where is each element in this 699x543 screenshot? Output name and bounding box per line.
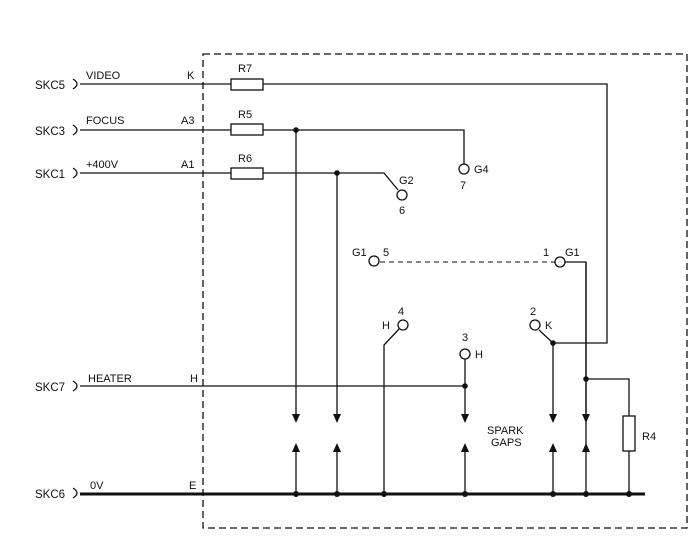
gap-arrow-heater-up bbox=[461, 443, 469, 452]
pin-number-5: 5 bbox=[383, 247, 389, 259]
wire-hv-to-g2 bbox=[263, 172, 399, 191]
socket-symbol-skc6 bbox=[72, 487, 78, 499]
wire-r4-top bbox=[586, 378, 630, 416]
socket-symbol-skc1 bbox=[72, 167, 78, 179]
signal-label-ground: 0V bbox=[90, 480, 104, 492]
socket-symbol-skc3 bbox=[72, 124, 78, 136]
pin-k-2 bbox=[529, 319, 541, 331]
signal-label-video: VIDEO bbox=[86, 70, 121, 82]
wire-video-to-cathode bbox=[263, 83, 608, 344]
pin-number-3: 3 bbox=[462, 332, 468, 344]
terminal-label-e: E bbox=[189, 480, 196, 492]
gap-arrow-heater-down bbox=[461, 414, 469, 423]
pin-number-1: 1 bbox=[543, 247, 549, 259]
resistor-label-r5: R5 bbox=[238, 109, 252, 121]
pin-label-g1-1: G1 bbox=[565, 247, 580, 259]
pin-label-h-3: H bbox=[475, 349, 483, 361]
terminal-label-h: H bbox=[190, 373, 198, 385]
gap-arrow-g1-down bbox=[582, 414, 590, 423]
pin-h-4 bbox=[397, 319, 409, 331]
socket-symbol-skc7 bbox=[72, 380, 78, 392]
pin-g4 bbox=[458, 163, 470, 175]
resistor-label-r4: R4 bbox=[642, 431, 656, 443]
pin-number-2: 2 bbox=[530, 306, 536, 318]
wire-k-pin bbox=[538, 329, 554, 344]
wire-h4-ground bbox=[383, 328, 400, 494]
module-enclosure bbox=[202, 53, 688, 529]
junction-gnd-g1 bbox=[583, 491, 589, 497]
gap-arrow-hv-down bbox=[333, 414, 341, 423]
pin-label-g4: G4 bbox=[474, 164, 489, 176]
pin-g1-5 bbox=[368, 255, 380, 267]
pin-number-6: 6 bbox=[399, 205, 405, 217]
resistor-label-r7: R7 bbox=[238, 63, 252, 75]
socket-label-skc5: SKC5 bbox=[35, 80, 65, 92]
pin-number-7: 7 bbox=[460, 180, 466, 192]
junction-gnd-hv bbox=[334, 491, 340, 497]
terminal-label-a1: A1 bbox=[181, 159, 194, 171]
resistor-r5 bbox=[230, 123, 264, 136]
gap-arrow-focus-up bbox=[292, 443, 300, 452]
pin-label-g2: G2 bbox=[399, 175, 414, 187]
junction-gnd-h4 bbox=[381, 491, 387, 497]
socket-label-skc7: SKC7 bbox=[35, 382, 65, 394]
spark-gaps-label-line1: SPARK bbox=[487, 425, 524, 437]
resistor-r7 bbox=[230, 78, 264, 91]
socket-label-skc6: SKC6 bbox=[35, 489, 65, 501]
gap-arrow-cathode-up bbox=[549, 443, 557, 452]
junction-gnd-focus bbox=[293, 491, 299, 497]
socket-symbol-skc5 bbox=[72, 78, 78, 90]
pin-label-g1-5: G1 bbox=[352, 247, 367, 259]
junction-gnd-r4 bbox=[626, 491, 632, 497]
junction-gnd-heater bbox=[462, 491, 468, 497]
pin-number-4: 4 bbox=[398, 306, 404, 318]
resistor-r6 bbox=[230, 167, 264, 180]
gap-arrow-hv-up bbox=[333, 443, 341, 452]
pin-label-h-4: H bbox=[382, 320, 390, 332]
socket-label-skc1: SKC1 bbox=[35, 169, 65, 181]
resistor-label-r6: R6 bbox=[238, 153, 252, 165]
terminal-label-a3: A3 bbox=[181, 115, 194, 127]
spark-gaps-label-line2: GAPS bbox=[491, 437, 522, 449]
gap-arrow-g1-up bbox=[582, 443, 590, 452]
resistor-r4 bbox=[622, 415, 636, 452]
socket-label-skc3: SKC3 bbox=[35, 126, 65, 138]
signal-label-focus: FOCUS bbox=[86, 115, 125, 127]
gap-arrow-focus-down bbox=[292, 414, 300, 423]
pin-label-k-2: K bbox=[545, 320, 553, 332]
wire-g1-gap bbox=[565, 261, 587, 450]
junction-gnd-cathode bbox=[550, 491, 556, 497]
signal-label-heater: HEATER bbox=[88, 373, 132, 385]
terminal-label-k: K bbox=[187, 70, 195, 82]
signal-label-hv: +400V bbox=[86, 159, 119, 171]
pin-g2 bbox=[396, 189, 408, 201]
pin-g1-1 bbox=[554, 256, 566, 268]
pin-h-3 bbox=[459, 348, 471, 360]
wire-focus-to-g4 bbox=[263, 129, 465, 164]
gap-arrow-cathode-down bbox=[549, 414, 557, 423]
